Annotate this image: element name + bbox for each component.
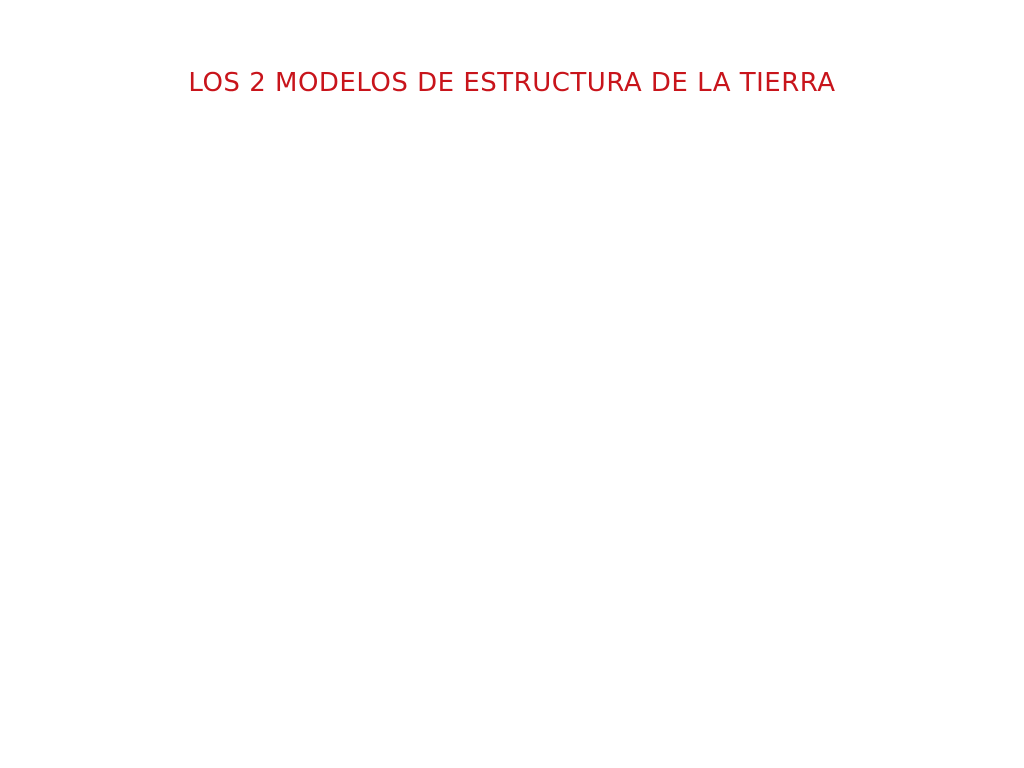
lehman-label2: de Lehman bbox=[338, 619, 391, 631]
layer-upper-mantle: Manto superior bbox=[242, 412, 322, 424]
page-title: LOS 2 MODELOS DE ESTRUCTURA DE LA TIERRA bbox=[188, 68, 836, 98]
layer-dyn-transition-2: transición bbox=[716, 649, 761, 661]
moho-label1: Discontinuidad bbox=[430, 412, 499, 424]
static-model-wedge bbox=[163, 346, 400, 745]
layer-transition-zone: Zona transicional bbox=[242, 433, 322, 445]
static-heading-line2: (basado en la composición bbox=[226, 249, 374, 261]
globe-illustration bbox=[384, 134, 641, 393]
lithosphere-label: Litosfera bbox=[747, 332, 792, 344]
layer-asthenosphere: Astenosfera bbox=[701, 416, 765, 428]
depth-5120-right: 5.120 km bbox=[522, 648, 565, 660]
oceanic-crust-label1: Corteza bbox=[172, 299, 211, 311]
depth-2900-right: 2.900 km bbox=[522, 547, 565, 559]
continental-crust-label2: continental bbox=[327, 312, 383, 324]
lehman-label1: Discontinuidad bbox=[338, 605, 407, 617]
layer-dyn-inner-core-1: Núcleo bbox=[722, 671, 755, 683]
layer-mesosphere: Mesosfera bbox=[706, 481, 761, 493]
wiechert-label1: Discontinuidad bbox=[368, 515, 437, 527]
dynamic-heading-line3: mecánico de los materiales) bbox=[674, 277, 828, 289]
static-heading-line1: MODELO ESTÁTICO bbox=[244, 234, 356, 247]
continental-crust-label1: Corteza bbox=[344, 299, 383, 311]
depth-75-100: 75-100 km bbox=[522, 421, 572, 433]
depth-4980: 4.980 km bbox=[472, 623, 515, 635]
leader-lines bbox=[170, 323, 821, 746]
layer-dyn-outer-core-1: Núcleo bbox=[722, 565, 755, 577]
depth-350: 350 km bbox=[522, 442, 557, 454]
layer-inner-core-1: Núcleo bbox=[269, 651, 306, 663]
layer-dyn-transition-1: Zona de bbox=[719, 634, 758, 646]
layer-dyn-outer-core-2: externo bbox=[720, 579, 755, 591]
layer-inner-core-2: interno bbox=[268, 665, 306, 677]
oceanic-crust-label2: oceánica bbox=[172, 312, 217, 324]
layer-dyn-inner-core-2: interno bbox=[722, 685, 754, 697]
transition-zone-label2: de transición bbox=[170, 652, 230, 664]
dynamic-model-wedge bbox=[621, 350, 858, 745]
endosphere-label: Endosfera bbox=[604, 584, 656, 596]
oceanic-crust-label3: (6-12 km) bbox=[172, 325, 217, 337]
moho-label2: de Mohorovicic bbox=[430, 426, 501, 438]
layer-outer-core: Núcleo externo bbox=[247, 580, 327, 592]
depth-5120-left: 5.120 km bbox=[472, 648, 515, 660]
left-depth-bottom: 6.378 km bbox=[296, 732, 339, 744]
wiechert-label2: de Wiechert-Gutenberg bbox=[368, 529, 477, 541]
static-heading-line3: química de las capas) bbox=[241, 263, 360, 275]
layer-d-level: Nivel D'' bbox=[719, 539, 757, 551]
layer-lower-mantle: Manto inferior bbox=[246, 481, 320, 493]
continental-crust-label3: (25-70 km) bbox=[332, 325, 383, 337]
right-depth-bottom: 6.378 km bbox=[743, 732, 786, 744]
depth-670: 670 km bbox=[481, 459, 516, 471]
transition-zone-label1: Zona bbox=[170, 637, 194, 649]
depth-2900-left: 2.900 km bbox=[472, 547, 515, 559]
background-arch bbox=[205, 140, 820, 390]
dynamic-heading-line1: MODELO DINÁMICO bbox=[695, 247, 807, 260]
dynamic-heading-line2: (basado en el comportamiento bbox=[668, 263, 835, 275]
